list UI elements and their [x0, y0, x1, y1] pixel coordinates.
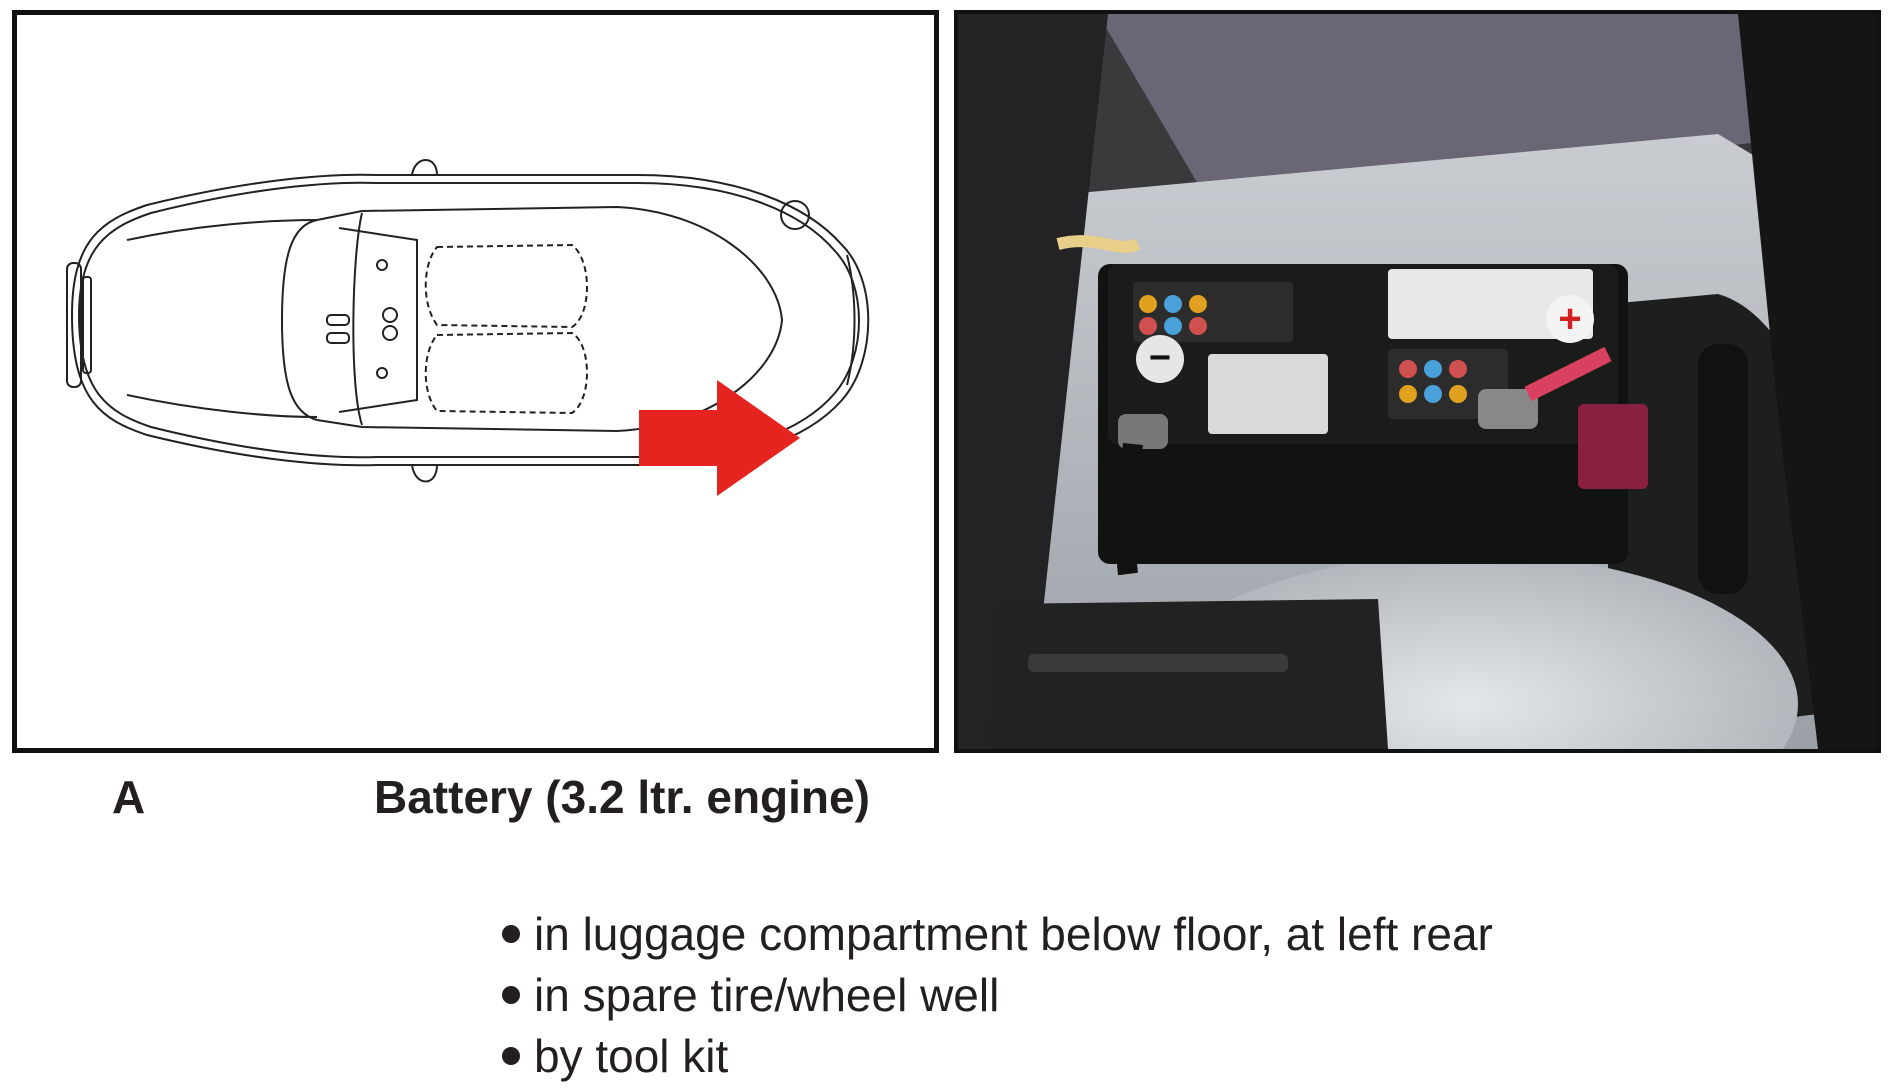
- figure-letter: A: [112, 771, 146, 823]
- figure-title: Battery (3.2 ltr. engine): [374, 771, 870, 823]
- list-item-text: in spare tire/wheel well: [534, 969, 1000, 1021]
- list-item-text: in luggage compartment below floor, at l…: [534, 908, 1493, 960]
- battery-photo-illustration: − +: [958, 14, 1877, 749]
- bullet-icon: [502, 985, 520, 1004]
- battery: − +: [1098, 264, 1648, 576]
- negative-terminal-label: −: [1149, 337, 1171, 379]
- positive-terminal-cap: [1546, 295, 1594, 343]
- location-arrow: [639, 380, 800, 496]
- battery-photo: − +: [954, 10, 1881, 753]
- list-item: in luggage compartment below floor, at l…: [502, 904, 1493, 965]
- list-item-text: by tool kit: [534, 1030, 729, 1082]
- list-item: by tool kit: [502, 1026, 1493, 1087]
- negative-terminal-cap: [1136, 335, 1184, 383]
- positive-terminal-label: +: [1558, 297, 1581, 341]
- location-list: in luggage compartment below floor, at l…: [502, 904, 1493, 1087]
- car-outline-drawing: [66, 159, 870, 496]
- bullet-icon: [502, 924, 520, 943]
- car-top-view-diagram: [12, 10, 939, 753]
- list-item: in spare tire/wheel well: [502, 965, 1493, 1026]
- bullet-icon: [502, 1046, 520, 1065]
